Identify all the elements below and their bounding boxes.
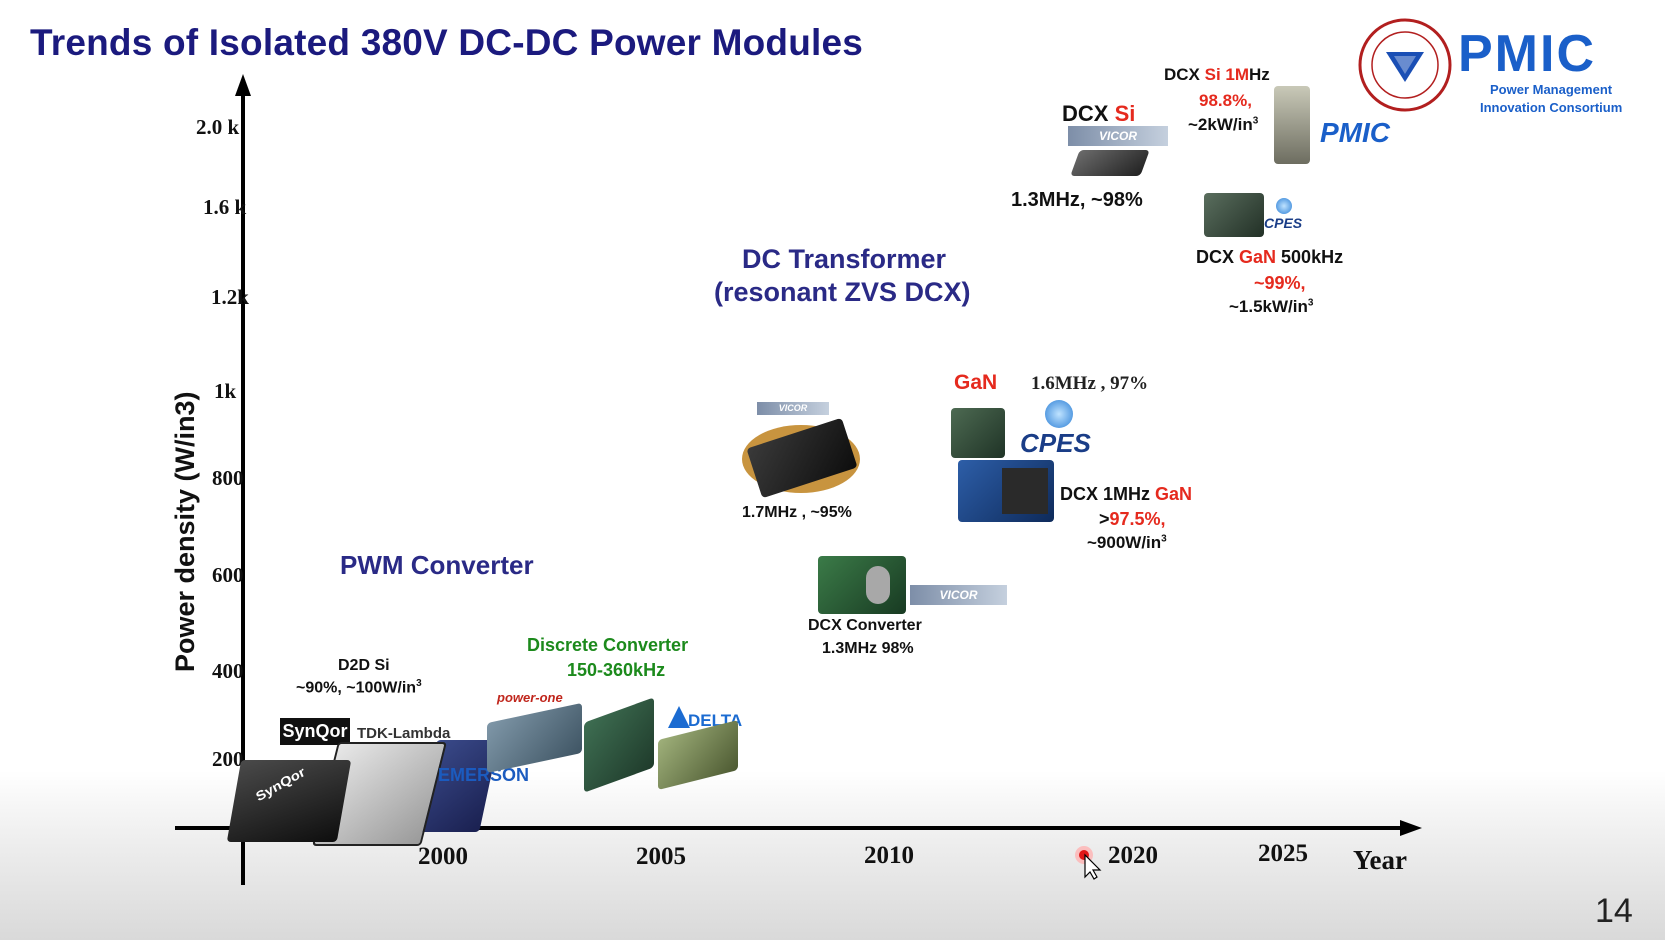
dcx-1mhz-gan-efficiency: >97.5%, bbox=[1099, 509, 1166, 529]
synqor-logo: SynQor bbox=[280, 718, 350, 745]
dcx-1mhz-gan-chip-image bbox=[1002, 468, 1048, 514]
power-one-logo: power-one bbox=[497, 690, 563, 705]
vicor-logo-dcx-si: VICOR bbox=[1068, 126, 1168, 146]
pmic-logo: PMIC bbox=[1458, 25, 1596, 83]
x-tick: 2025 bbox=[1258, 840, 1308, 867]
dcx-si-1mhz-module-image bbox=[1274, 86, 1310, 164]
mouse-cursor-icon bbox=[1075, 846, 1102, 880]
d2d-spec: ~90%, ~100W/in3 bbox=[296, 678, 422, 697]
dcx-si-1mhz-density: ~2kW/in3 bbox=[1188, 115, 1259, 134]
y-tick: 800 bbox=[212, 466, 244, 490]
dcx-converter-board-image bbox=[818, 556, 906, 614]
x-tick: 2020 bbox=[1108, 842, 1158, 869]
pmic-subtitle-1: Power Management bbox=[1490, 82, 1613, 97]
dcx-1mhz-gan-label: DCX 1MHz GaN bbox=[1060, 484, 1193, 504]
y-tick: 1.6 k bbox=[203, 195, 247, 219]
cpes-globe-icon bbox=[1045, 400, 1073, 428]
dcx-gan-500k-density: ~1.5kW/in3 bbox=[1229, 297, 1314, 316]
y-tick: 400 bbox=[212, 659, 244, 683]
x-axis-label: Year bbox=[1353, 845, 1407, 875]
dcx-si-module-image bbox=[1070, 150, 1150, 176]
dcx-converter-transformer-image bbox=[866, 566, 890, 604]
y-tick: 600 bbox=[212, 563, 244, 587]
dcx-1mhz-gan-board-image bbox=[958, 460, 1054, 522]
dcx-si-label: DCX Si bbox=[1062, 101, 1136, 126]
dcx-gan-500k-label: DCX GaN 500kHz bbox=[1196, 247, 1344, 267]
zhejiang-university-seal bbox=[1358, 18, 1452, 112]
y-tick: 1.2k bbox=[211, 285, 249, 309]
synqor-module-image: SynQor bbox=[226, 760, 352, 842]
discrete-freq: 150-360kHz bbox=[567, 660, 666, 680]
dcx-converter-spec: 1.3MHz 98% bbox=[822, 640, 914, 657]
tdk-lambda-logo: TDK-Lambda bbox=[357, 725, 451, 742]
dcx-si-1mhz-label: DCX Si 1MHz bbox=[1164, 65, 1270, 84]
y-tick: 200 bbox=[212, 747, 244, 771]
gan-spec: 1.6MHz , 97% bbox=[1031, 373, 1149, 394]
slide-title: Trends of Isolated 380V DC-DC Power Modu… bbox=[30, 22, 864, 63]
x-tick: 2010 bbox=[864, 842, 914, 869]
vicor-logo-dcx: VICOR bbox=[910, 585, 1007, 605]
y-axis-label: Power density (W/in3) bbox=[170, 391, 200, 672]
cpes-small-logo: CPES bbox=[1264, 215, 1303, 231]
x-axis-arrow bbox=[1400, 820, 1422, 836]
gan-label: GaN bbox=[954, 371, 998, 394]
vicor-logo-bcm: VICOR bbox=[757, 402, 829, 415]
dcx-si-1mhz-efficiency: 98.8%, bbox=[1199, 91, 1252, 110]
d2d-label: D2D Si bbox=[338, 657, 390, 674]
y-tick: 2.0 k bbox=[196, 115, 240, 139]
dcx-1mhz-gan-density: ~900W/in3 bbox=[1087, 533, 1167, 552]
emerson-logo: EMERSON bbox=[438, 765, 530, 785]
y-axis-arrow bbox=[235, 74, 251, 96]
cpes-logo: CPES bbox=[1020, 428, 1091, 458]
gan-module-image bbox=[951, 408, 1005, 458]
dcx-si-spec: 1.3MHz, ~98% bbox=[1011, 189, 1143, 211]
dcx-converter-label: DCX Converter bbox=[808, 617, 922, 634]
page-number: 14 bbox=[1595, 892, 1633, 930]
category-dcx-line2: (resonant ZVS DCX) bbox=[714, 277, 971, 307]
synqor-module-text: SynQor bbox=[253, 763, 308, 805]
category-dcx-line1: DC Transformer bbox=[742, 244, 947, 274]
y-tick: 1k bbox=[214, 379, 237, 403]
pmic-small-logo: PMIC bbox=[1320, 117, 1390, 148]
x-tick: 2005 bbox=[636, 843, 686, 870]
x-tick: 2000 bbox=[418, 843, 468, 870]
dcx-gan-500k-module-image bbox=[1204, 193, 1264, 237]
cpes-small-globe-icon bbox=[1276, 198, 1292, 214]
dcx-gan-500k-efficiency: ~99%, bbox=[1254, 273, 1306, 293]
category-pwm: PWM Converter bbox=[340, 550, 534, 580]
bcm-spec: 1.7MHz , ~95% bbox=[742, 504, 852, 521]
pmic-subtitle-2: Innovation Consortium bbox=[1480, 100, 1623, 115]
discrete-label: Discrete Converter bbox=[527, 635, 689, 655]
